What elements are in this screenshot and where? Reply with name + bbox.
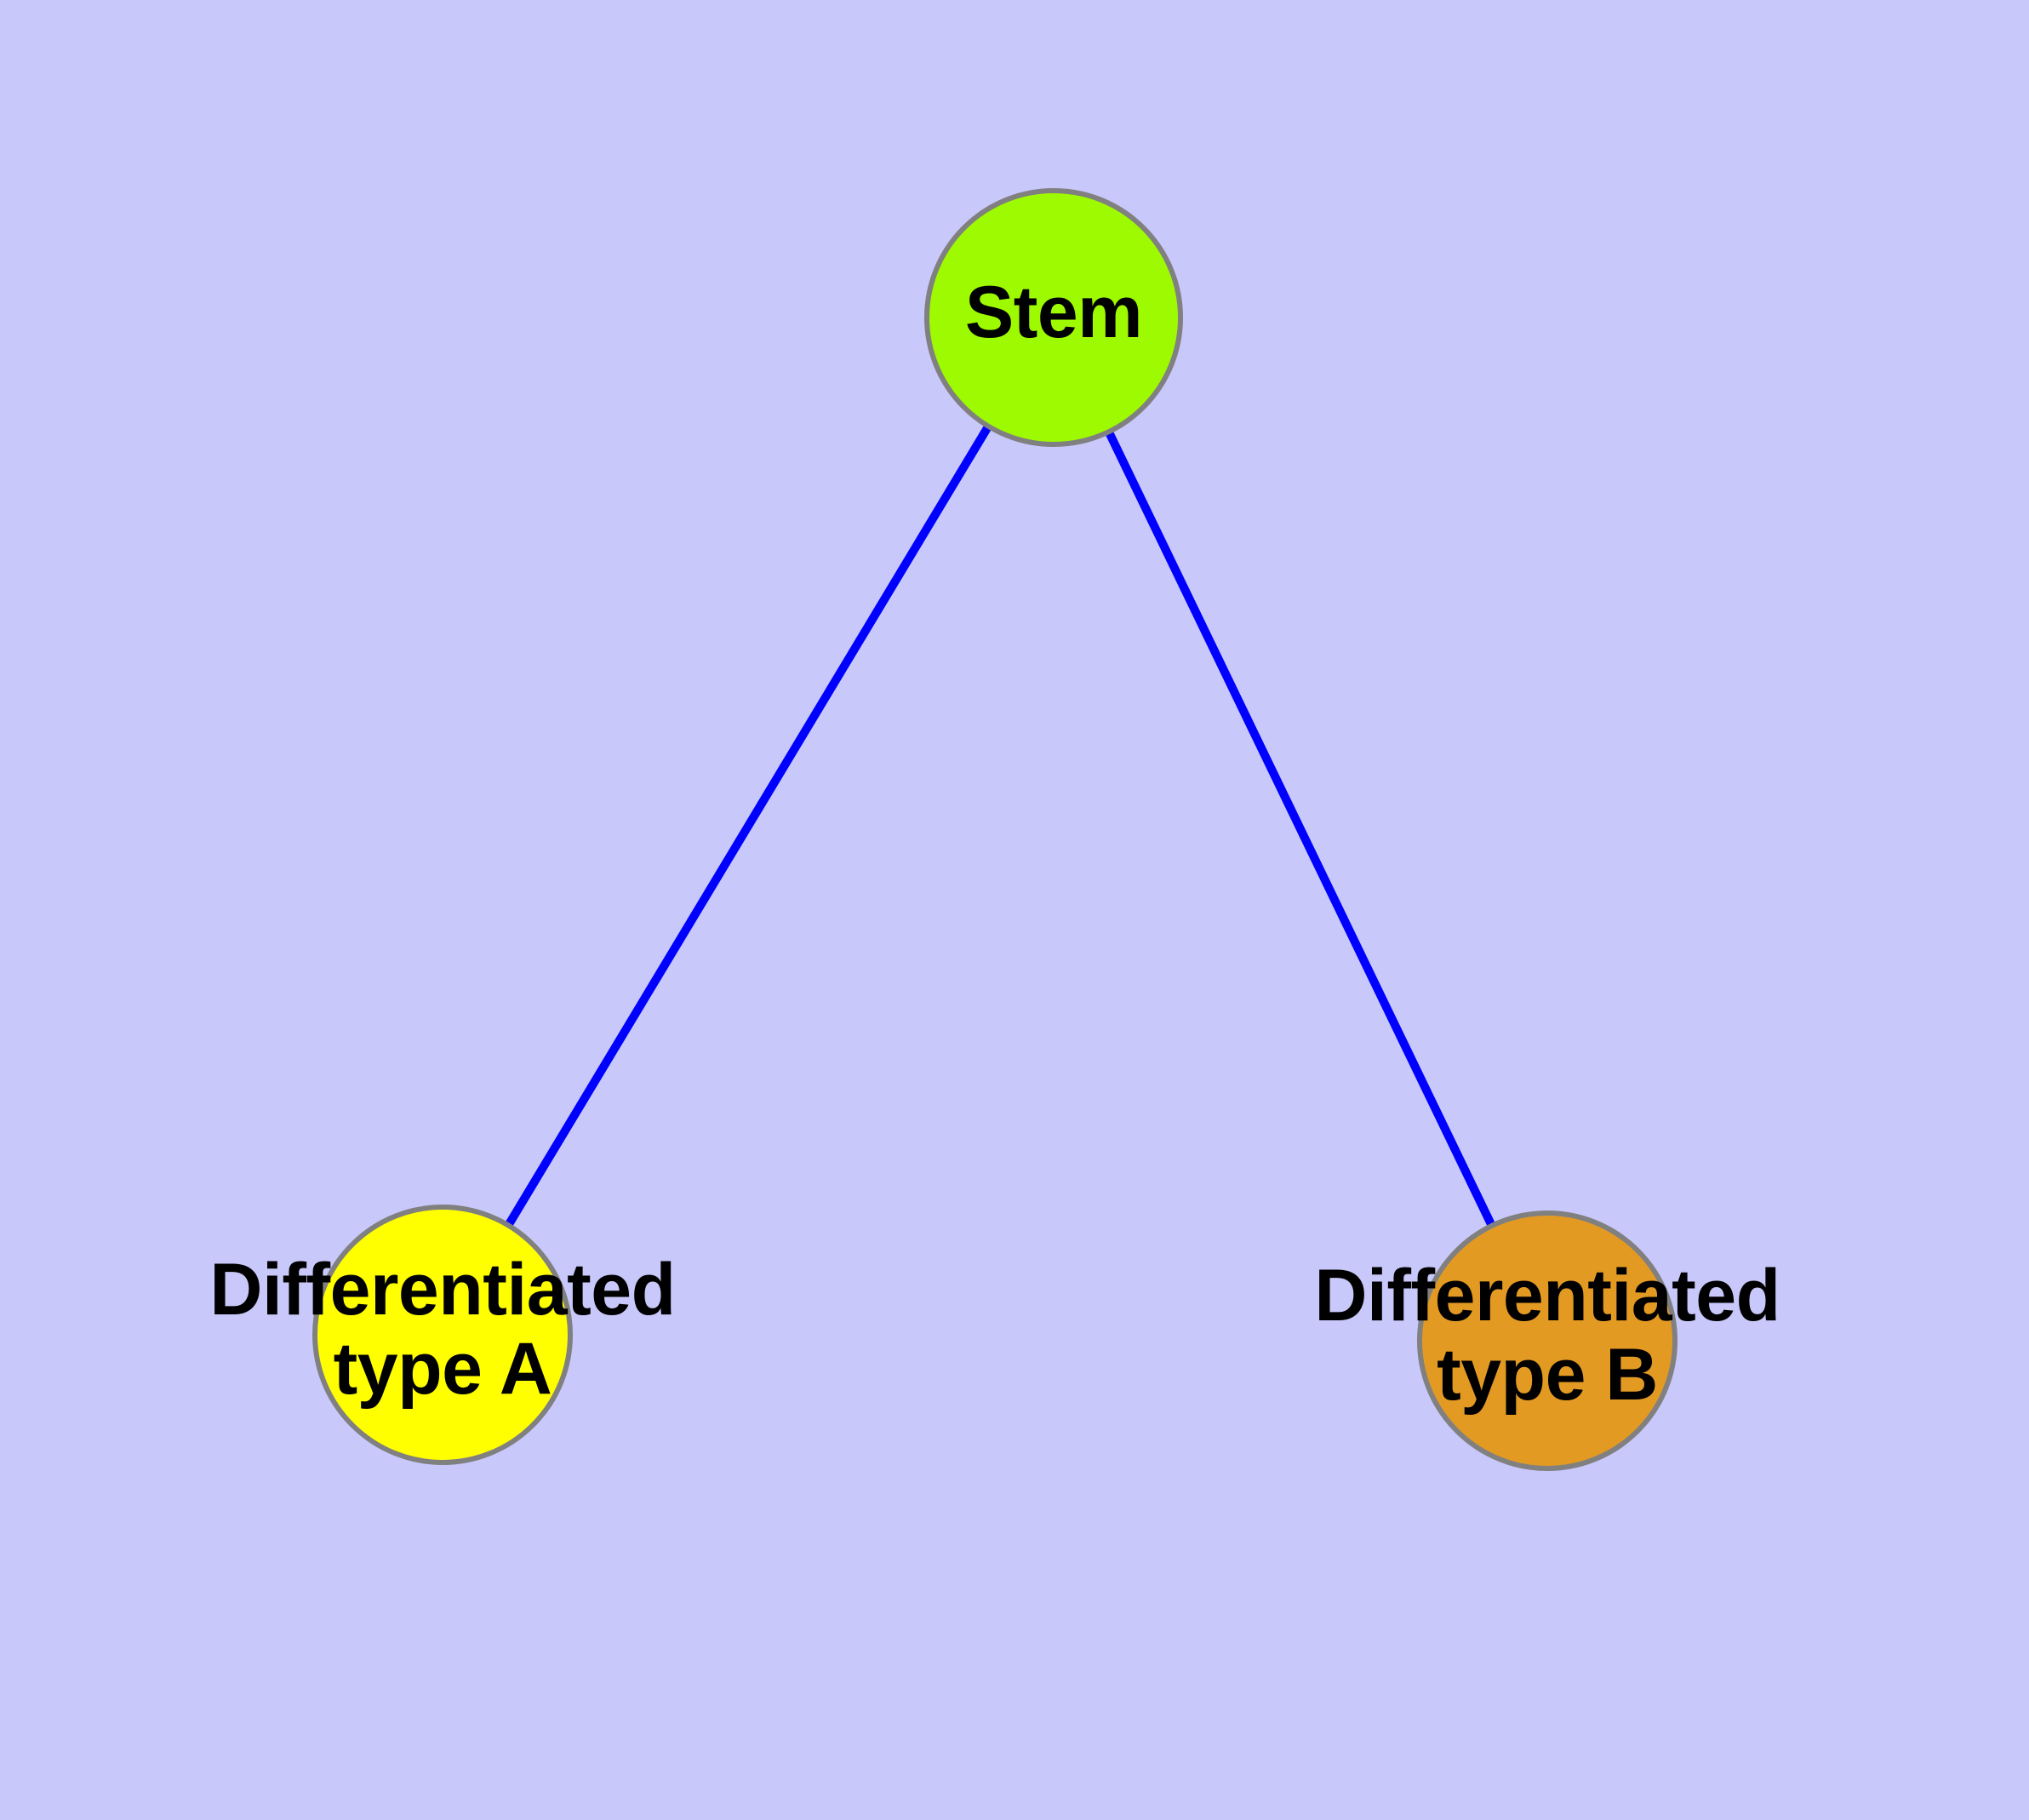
- node-differentiated-type-a-label-line1: Differentiated: [209, 1249, 676, 1331]
- node-stem[interactable]: [924, 188, 1183, 447]
- node-differentiated-type-b-label: Differentiated type B: [1122, 1256, 1973, 1415]
- node-differentiated-type-b[interactable]: [1417, 1210, 1677, 1471]
- node-differentiated-type-a-label: Differentiated type A: [17, 1251, 868, 1409]
- edge-stem-to-differentiated-type-b[interactable]: [1049, 315, 1552, 1343]
- node-differentiated-type-a[interactable]: [312, 1205, 573, 1465]
- edge-stem-to-differentiated-type-a[interactable]: [438, 315, 1058, 1337]
- node-differentiated-type-a-label-line2: type A: [333, 1327, 552, 1410]
- node-stem-label: Stem: [628, 271, 1479, 353]
- node-stem-label-line1: Stem: [964, 271, 1143, 353]
- node-differentiated-type-b-label-line1: Differentiated: [1314, 1255, 1780, 1337]
- node-differentiated-type-b-label-line2: type B: [1437, 1333, 1658, 1416]
